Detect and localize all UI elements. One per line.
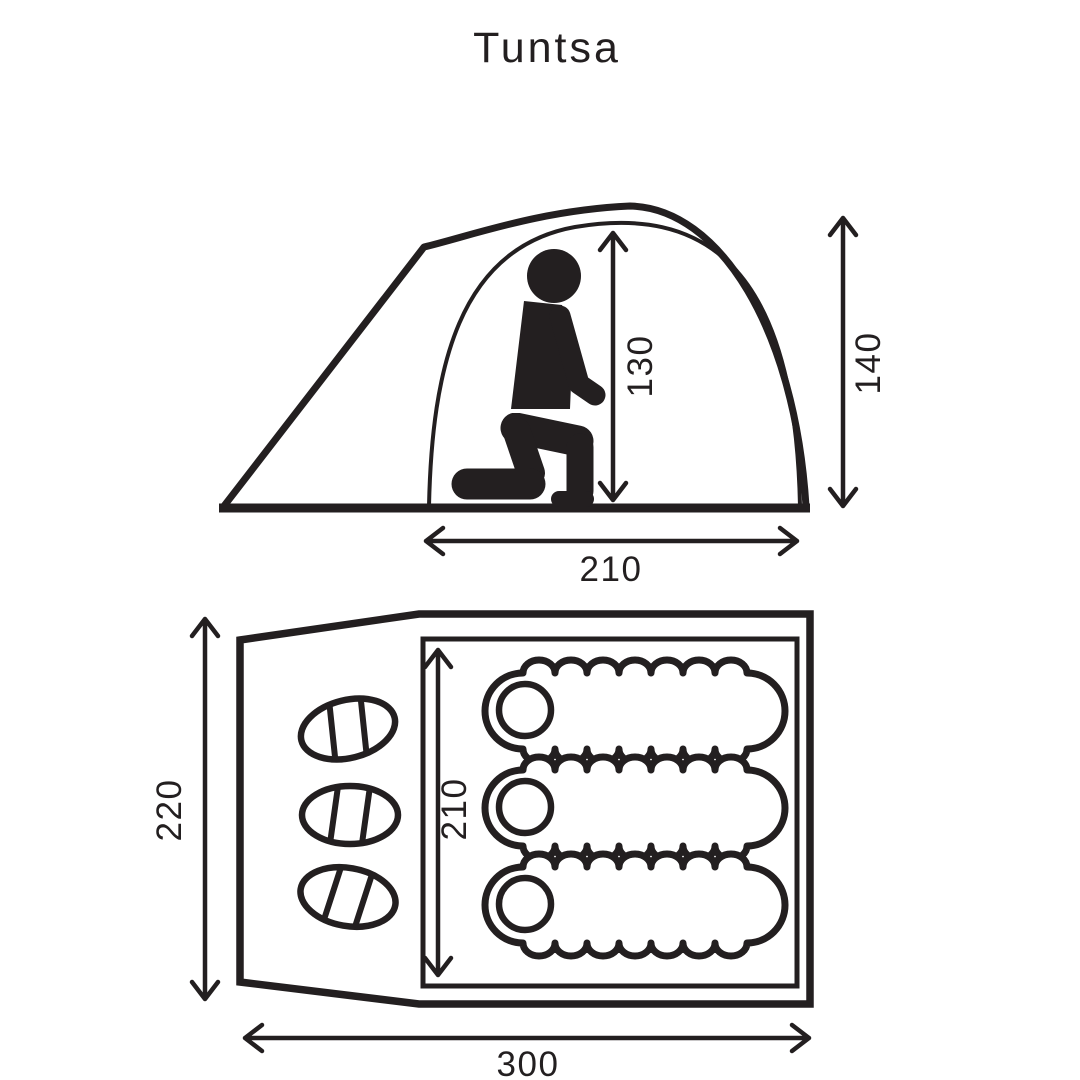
side-view: 130 140 210 <box>219 202 888 589</box>
tent-inner-profile <box>427 220 802 507</box>
total-height-label: 140 <box>849 332 888 395</box>
page-title: Tuntsa <box>473 24 621 72</box>
plan-width-label: 300 <box>497 1045 560 1080</box>
plan-depth-label: 220 <box>150 779 189 842</box>
plan-inner-depth-arrow <box>422 647 454 978</box>
person-rear-thigh <box>503 418 545 487</box>
inner-height-label: 130 <box>621 335 660 398</box>
sleeping-bag-icon <box>485 854 785 956</box>
floorplan-inner-outline <box>420 636 800 989</box>
plan-depth-arrow <box>189 616 221 1002</box>
total-height-arrow <box>827 215 859 509</box>
floor-plan: 220 210 300 <box>150 610 814 1080</box>
plan-width-arrow <box>242 1022 812 1054</box>
side-width-arrow <box>423 525 800 557</box>
kneeling-person-icon <box>451 249 606 507</box>
person-head <box>527 249 581 303</box>
sleeping-bag-icon <box>485 757 785 859</box>
sleeping-bag-icon <box>485 660 785 762</box>
plan-inner-depth-label: 210 <box>435 778 474 841</box>
vestibule-bag-icon <box>302 786 398 844</box>
person-arm <box>549 305 606 406</box>
inner-height-arrow <box>597 230 629 503</box>
side-width-label: 210 <box>580 550 643 589</box>
